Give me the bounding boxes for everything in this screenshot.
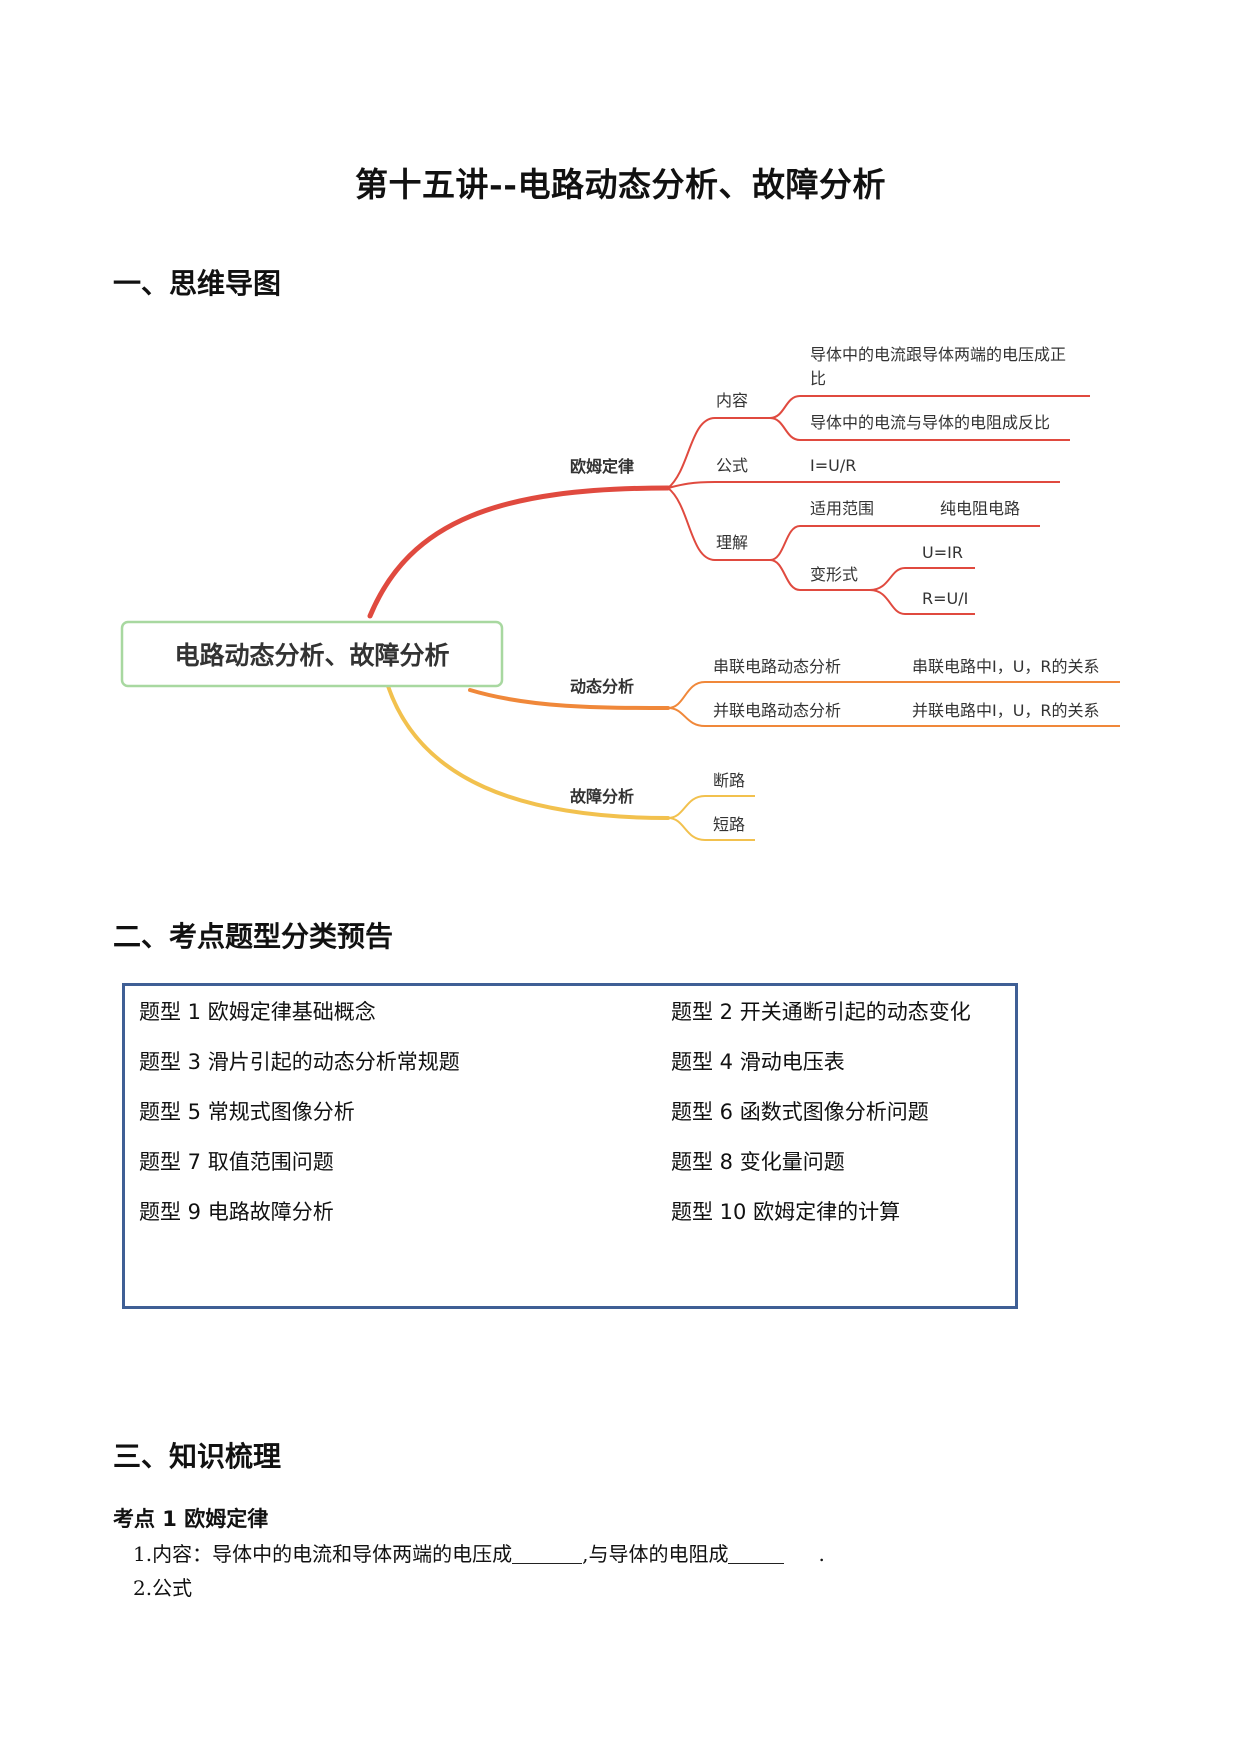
branch-line-fault	[386, 684, 670, 820]
branch-fault: 故障分析	[570, 787, 634, 806]
content-text-a: 1.内容：导体中的电流和导体两端的电压成	[133, 1542, 513, 1566]
content-text-c: .	[818, 1542, 825, 1566]
ohm-content-1a: 导体中的电流跟导体两端的电压成正	[810, 345, 1066, 364]
answer-blank[interactable]	[728, 1543, 785, 1564]
question-type-item: 题型 3 滑片引起的动态分析常规题	[139, 1050, 460, 1074]
dynamic-series-label: 串联电路动态分析	[713, 657, 841, 676]
ohm-scope: 纯电阻电路	[940, 499, 1020, 518]
mind-map: 电路动态分析、故障分析 欧姆定律 动态分析 故障分析 内容 导体中的电流跟导体两…	[120, 345, 1120, 841]
question-type-item: 题型 4 滑动电压表	[671, 1050, 845, 1074]
section-heading-knowledge: 三、知识梳理	[113, 1440, 282, 1473]
ohm-formula-label: 公式	[716, 456, 748, 475]
ohm-variant-label: 变形式	[810, 565, 858, 584]
root-node: 电路动态分析、故障分析	[174, 641, 449, 670]
branch-line-dynamic	[468, 688, 670, 710]
answer-blank[interactable]	[512, 1543, 583, 1564]
ohm-understand-label: 理解	[716, 533, 748, 552]
branch-ohm: 欧姆定律	[570, 457, 634, 476]
ohm-formula: I=U/R	[810, 456, 856, 475]
branch-dynamic: 动态分析	[570, 677, 634, 696]
dynamic-series: 串联电路中I，U，R的关系	[912, 657, 1100, 676]
question-type-item: 题型 2 开关通断引起的动态变化	[671, 1000, 971, 1024]
ohm-variant-1: U=IR	[922, 543, 963, 562]
knowledge-line-content: 1.内容：导体中的电流和导体两端的电压成 ,与导体的电阻成.	[133, 1538, 825, 1567]
content-text-b: ,与导体的电阻成	[582, 1542, 729, 1566]
ohm-variant-2: R=U/I	[922, 589, 968, 608]
fault-short: 短路	[713, 815, 745, 834]
page-title: 第十五讲--电路动态分析、故障分析	[355, 165, 886, 204]
question-types-box: 题型 1 欧姆定律基础概念 题型 2 开关通断引起的动态变化 题型 3 滑片引起…	[122, 983, 1018, 1309]
section-heading-question-types: 二、考点题型分类预告	[113, 920, 394, 953]
question-type-item: 题型 10 欧姆定律的计算	[671, 1200, 901, 1224]
question-type-item: 题型 1 欧姆定律基础概念	[139, 1000, 376, 1024]
question-type-item: 题型 5 常规式图像分析	[139, 1100, 355, 1124]
root-node-box	[120, 620, 504, 688]
question-type-item: 题型 8 变化量问题	[671, 1150, 845, 1174]
ohm-scope-label: 适用范围	[810, 499, 874, 518]
fault-open: 断路	[713, 771, 745, 790]
knowledge-line-formula: 2.公式	[133, 1576, 193, 1600]
ohm-content-1b: 比	[810, 369, 826, 388]
dynamic-parallel-label: 并联电路动态分析	[713, 701, 841, 720]
section-heading-mindmap: 一、思维导图	[113, 267, 282, 300]
question-type-item: 题型 9 电路故障分析	[139, 1200, 334, 1224]
question-type-item: 题型 6 函数式图像分析问题	[671, 1100, 929, 1124]
ohm-content-label: 内容	[716, 391, 748, 410]
dynamic-parallel: 并联电路中I，U，R的关系	[912, 701, 1100, 720]
branch-line-ohm	[367, 485, 671, 619]
ohm-content-2: 导体中的电流与导体的电阻成反比	[810, 413, 1050, 432]
question-type-item: 题型 7 取值范围问题	[139, 1150, 334, 1174]
knowledge-point-heading: 考点 1 欧姆定律	[113, 1507, 269, 1531]
